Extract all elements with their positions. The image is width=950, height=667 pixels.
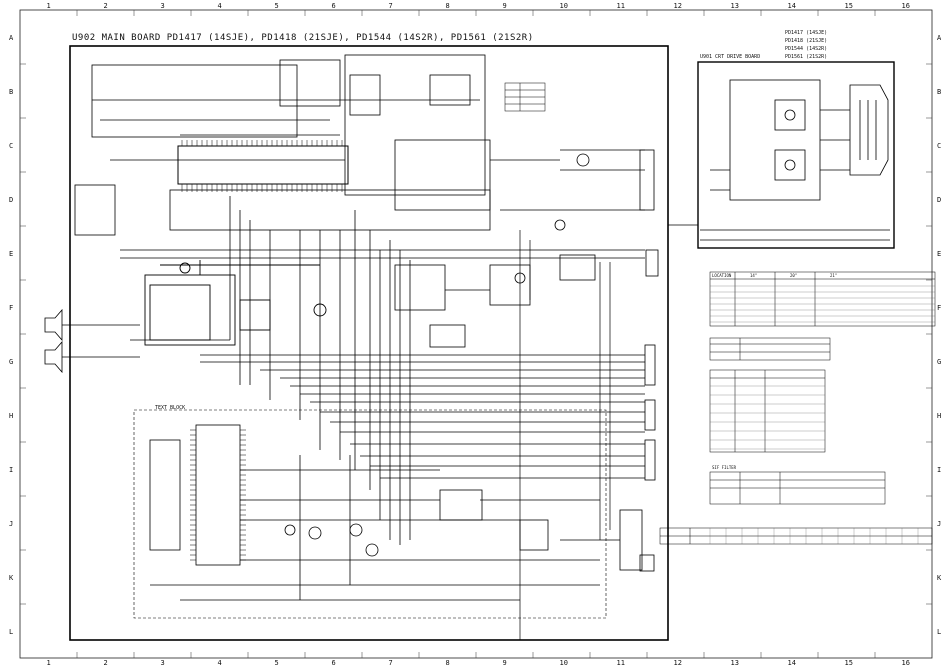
grid-row-label: F — [937, 304, 941, 312]
crt-model-4: PD1561 (21S2R) — [785, 54, 827, 60]
grid-col-label: 15 — [845, 659, 853, 667]
grid-col-label: 1 — [47, 659, 51, 667]
grid-row-label: G — [937, 358, 941, 366]
location-table-rows — [710, 285, 935, 323]
grid-col-label: 2 — [104, 659, 108, 667]
grid-col-label: 8 — [446, 659, 450, 667]
grid-col-label: 10 — [560, 659, 568, 667]
speaker-left-icon — [44, 308, 140, 374]
option-table-2 — [709, 369, 826, 453]
grid-col-label: 6 — [332, 659, 336, 667]
loc-col-2: 14" — [750, 273, 757, 278]
grid-col-label: 16 — [902, 659, 910, 667]
filter-table — [709, 471, 886, 505]
crt-board-outline — [697, 61, 895, 249]
grid-row-label: I — [9, 466, 13, 474]
main-ic — [177, 140, 349, 192]
vendor-table — [659, 527, 933, 545]
grid-col-label: 10 — [560, 2, 568, 10]
grid-col-label: 1 — [47, 2, 51, 10]
grid-col-label: 12 — [674, 659, 682, 667]
grid-col-label: 4 — [218, 2, 222, 10]
crt-model-3: PD1544 (14S2R) — [785, 46, 827, 52]
grid-col-label: 6 — [332, 2, 336, 10]
grid-row-label: L — [9, 628, 13, 636]
grid-row-label: A — [9, 34, 14, 42]
filter-table-label: SIF FILTER — [712, 465, 737, 470]
grid-col-label: 4 — [218, 659, 222, 667]
main-board-title: U902 MAIN BOARD PD1417 (14SJE), PD1418 (… — [72, 33, 534, 43]
grid-col-label: 14 — [788, 2, 796, 10]
grid-row-label: G — [9, 358, 13, 366]
crt-drive-circuit — [700, 79, 890, 241]
loc-col-4: 21" — [830, 273, 837, 278]
center-circuit — [394, 153, 596, 348]
grid-col-label: 13 — [731, 2, 739, 10]
config-table-small — [504, 82, 546, 112]
grid-col-label: 5 — [275, 2, 279, 10]
grid-col-label: 11 — [617, 659, 625, 667]
grid-row-label: H — [9, 412, 13, 420]
grid-col-label: 16 — [902, 2, 910, 10]
grid-row-label: K — [937, 574, 942, 582]
grid-col-label: 15 — [845, 2, 853, 10]
grid-row-label: I — [937, 466, 941, 474]
grid-col-label: 13 — [731, 659, 739, 667]
grid-row-label: K — [9, 574, 14, 582]
grid-row-label: H — [937, 412, 941, 420]
grid-row-label: J — [9, 520, 13, 528]
signal-bus — [120, 149, 645, 640]
grid-col-label: 12 — [674, 2, 682, 10]
grid-labels: 1122334455667788991010111112121313141415… — [9, 2, 942, 667]
sheet-border — [19, 9, 933, 659]
grid-row-label: E — [9, 250, 13, 258]
grid-col-label: 9 — [503, 659, 507, 667]
crt-model-2: PD1418 (21SJE) — [785, 38, 827, 44]
grid-col-label: 9 — [503, 2, 507, 10]
grid-row-label: D — [937, 196, 941, 204]
grid-col-label: 11 — [617, 2, 625, 10]
main-connectors — [619, 149, 659, 572]
option-table-1 — [709, 337, 831, 361]
grid-row-label: E — [937, 250, 941, 258]
main-board-outline — [69, 45, 669, 641]
grid-row-label: C — [937, 142, 941, 150]
grid-col-label: 7 — [389, 659, 393, 667]
text-ic-pins — [190, 429, 246, 561]
grid-col-label: 3 — [161, 2, 165, 10]
grid-col-label: 2 — [104, 2, 108, 10]
crt-model-list: PD1417 (14SJE) PD1418 (21SJE) PD1544 (14… — [785, 30, 827, 60]
grid-col-label: 3 — [161, 659, 165, 667]
upper-circuitry — [74, 54, 491, 545]
loc-col-1: LOCATION — [712, 273, 732, 278]
crt-socket-icon — [849, 84, 889, 176]
text-block-circuit — [149, 424, 600, 601]
grid-col-label: 8 — [446, 2, 450, 10]
grid-row-label: C — [9, 142, 13, 150]
grid-row-label: A — [937, 34, 942, 42]
grid-col-label: 7 — [389, 2, 393, 10]
option-table-2-rows — [710, 385, 825, 450]
grid-row-label: B — [9, 88, 13, 96]
loc-col-3: 20" — [790, 273, 797, 278]
grid-row-label: J — [937, 520, 941, 528]
grid-row-label: L — [937, 628, 941, 636]
crt-model-1: PD1417 (14SJE) — [785, 30, 827, 36]
grid-ticks — [20, 10, 932, 658]
grid-row-label: F — [9, 304, 13, 312]
crt-board-title: U901 CRT DRIVE BOARD — [700, 54, 760, 60]
location-table-header: LOCATION 14" 20" 21" — [712, 273, 837, 278]
audio-amp — [144, 260, 327, 346]
text-block-label: TEXT BLOCK — [155, 405, 185, 411]
vendor-table-cols — [709, 528, 919, 544]
grid-row-label: D — [9, 196, 13, 204]
grid-col-label: 14 — [788, 659, 796, 667]
grid-col-label: 5 — [275, 659, 279, 667]
location-table — [709, 271, 936, 327]
grid-row-label: B — [937, 88, 941, 96]
